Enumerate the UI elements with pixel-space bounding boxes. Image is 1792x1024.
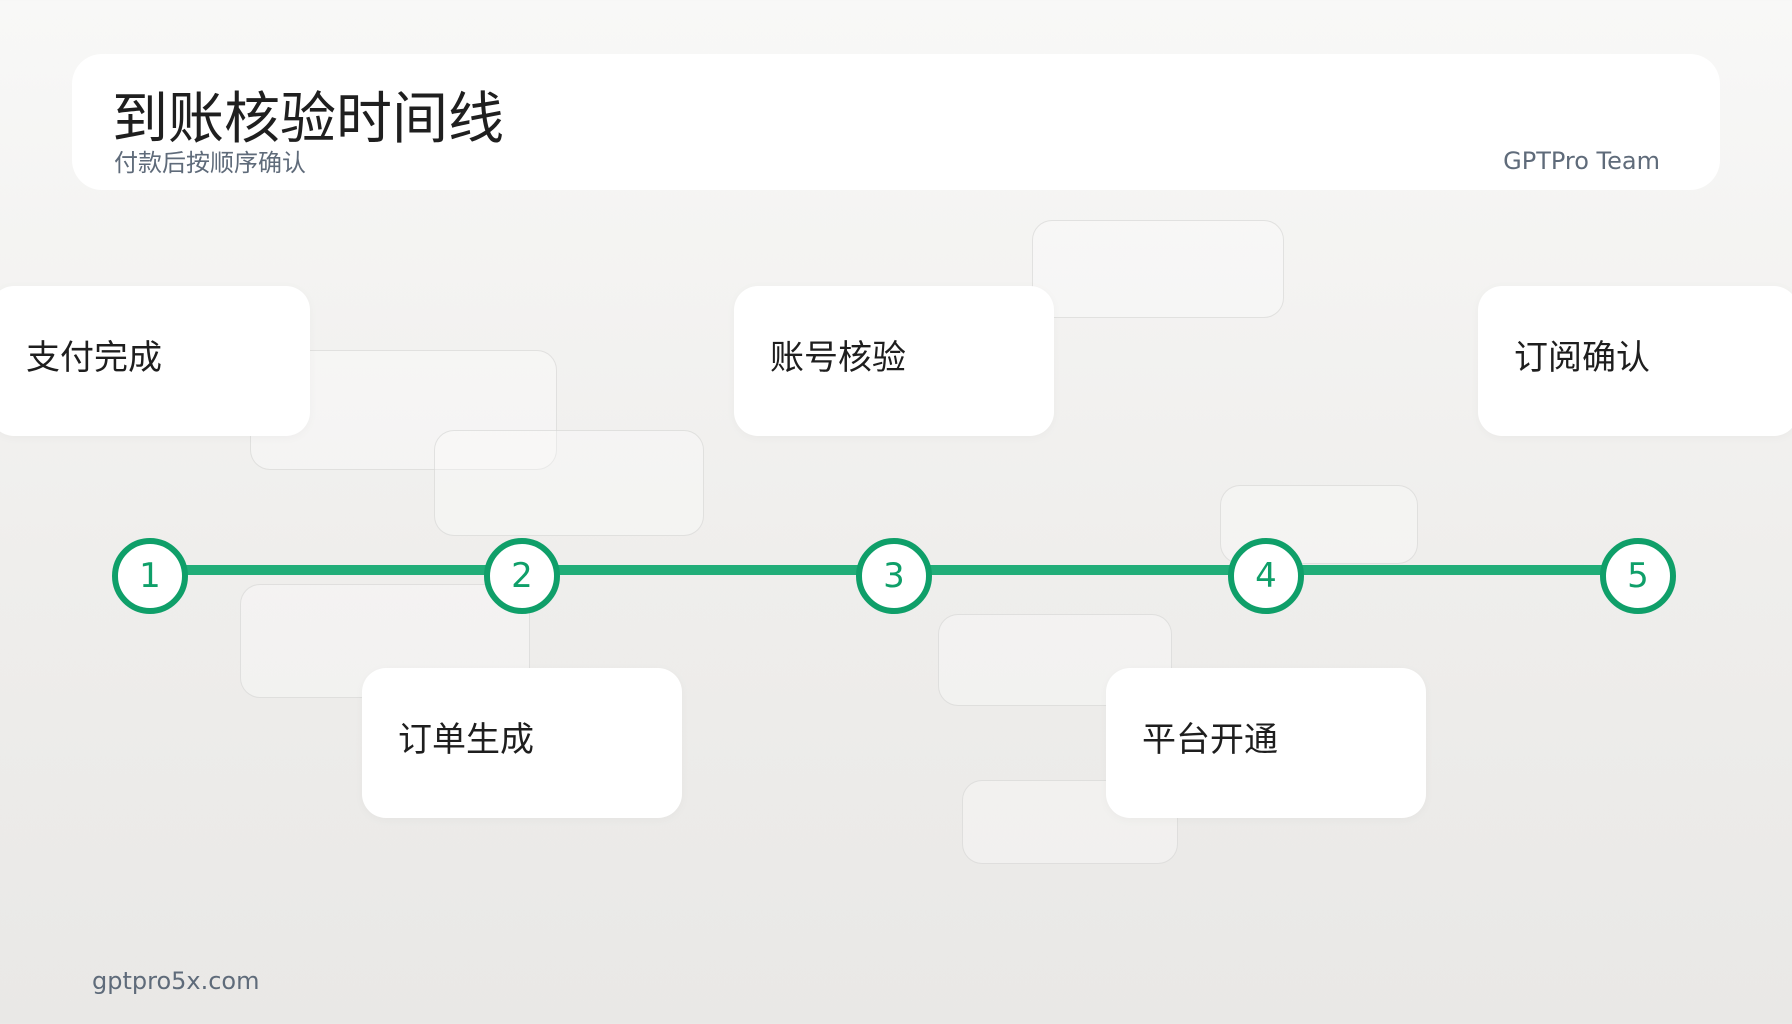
step-card: 平台开通 xyxy=(1106,668,1426,818)
step-card: 账号核验 xyxy=(734,286,1054,436)
step-label: 订阅确认 xyxy=(1514,338,1650,378)
step-label: 平台开通 xyxy=(1142,720,1278,760)
header-card: 到账核验时间线 付款后按顺序确认 GPTPro Team xyxy=(72,54,1720,190)
step-label: 账号核验 xyxy=(770,338,906,378)
team-name: GPTPro Team xyxy=(1503,147,1660,175)
step-marker: 1 xyxy=(112,538,188,614)
decorative-panel xyxy=(1032,220,1284,318)
step-card: 支付完成 xyxy=(0,286,310,436)
step-card: 订单生成 xyxy=(362,668,682,818)
page-subtitle: 付款后按顺序确认 xyxy=(114,149,306,177)
step-marker: 3 xyxy=(856,538,932,614)
step-marker: 5 xyxy=(1600,538,1676,614)
page-title: 到账核验时间线 xyxy=(112,87,504,152)
step-label: 订单生成 xyxy=(398,720,534,760)
step-marker: 2 xyxy=(484,538,560,614)
decorative-panel xyxy=(434,430,704,536)
step-label: 支付完成 xyxy=(26,338,162,378)
step-marker: 4 xyxy=(1228,538,1304,614)
step-card: 订阅确认 xyxy=(1478,286,1792,436)
footer-url: gptpro5x.com xyxy=(92,967,260,995)
